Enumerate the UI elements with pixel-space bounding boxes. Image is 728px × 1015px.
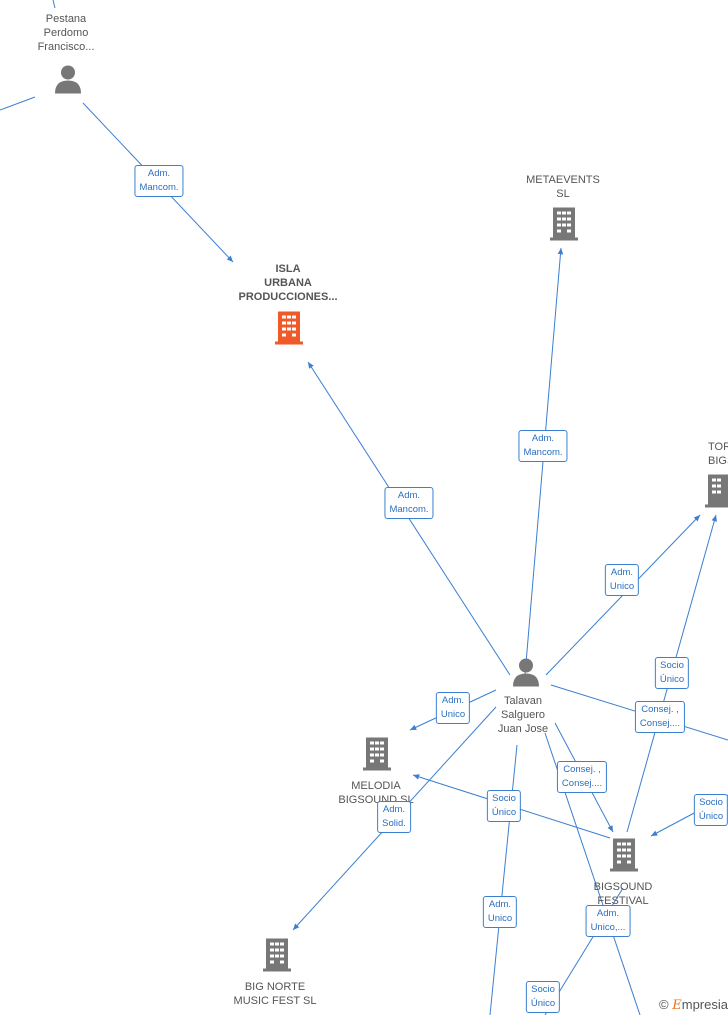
relation-badge[interactable]: Adm. Unico,... <box>585 905 631 937</box>
brand-initial: E <box>672 998 682 1013</box>
edge-pestana-top <box>52 0 56 9</box>
relation-badge[interactable]: Adm. Unico <box>435 692 471 724</box>
building-icon-bigsound-festival[interactable] <box>608 837 640 878</box>
brand-watermark: © Empresia <box>659 997 728 1013</box>
edge-pestana-offscreen <box>0 96 36 111</box>
copyright-icon: © <box>659 997 669 1012</box>
relation-badge[interactable]: Adm. Unico <box>482 896 518 928</box>
node-label-isla[interactable]: ISLA URBANA PRODUCCIONES... <box>238 263 338 303</box>
node-label-metaevents[interactable]: METAEVENTS SL <box>526 174 600 200</box>
brand-name: mpresia <box>681 997 728 1012</box>
person-icon-pestana[interactable] <box>53 64 83 101</box>
relation-badge[interactable]: Socio Único <box>486 790 522 822</box>
relation-badge[interactable]: Adm. Solid. <box>377 801 411 833</box>
node-label-big-norte[interactable]: BIG NORTE MUSIC FEST SL <box>233 981 317 1007</box>
building-icon-melodia[interactable] <box>361 736 393 777</box>
relation-badge[interactable]: Socio Único <box>525 981 561 1013</box>
node-label-talavan[interactable]: Talavan Salguero Juan Jose <box>497 695 549 735</box>
relation-badge[interactable]: Socio Único <box>654 657 690 689</box>
relation-badge[interactable]: Socio Único <box>693 794 728 826</box>
relation-badge[interactable]: Consej. , Consej.... <box>634 701 686 733</box>
relation-badge[interactable]: Adm. Mancom. <box>134 165 184 197</box>
building-icon-metaevents[interactable] <box>548 206 580 247</box>
person-icon-talavan[interactable] <box>511 657 541 694</box>
relation-badge[interactable]: Adm. Mancom. <box>518 430 568 462</box>
node-label-pestana[interactable]: Pestana Perdomo Francisco... <box>37 13 95 53</box>
building-icon-big-norte[interactable] <box>261 937 293 978</box>
edge-talavan-bottom <box>489 744 518 1015</box>
building-icon-torrev[interactable] <box>703 473 728 514</box>
relation-badge[interactable]: Consej. , Consej.... <box>556 761 608 793</box>
node-label-torrev[interactable]: TORREV BIGSOUN <box>708 441 728 467</box>
relation-badge[interactable]: Adm. Unico <box>604 564 640 596</box>
relation-badge[interactable]: Adm. Mancom. <box>384 487 434 519</box>
building-icon-isla[interactable] <box>273 310 305 351</box>
